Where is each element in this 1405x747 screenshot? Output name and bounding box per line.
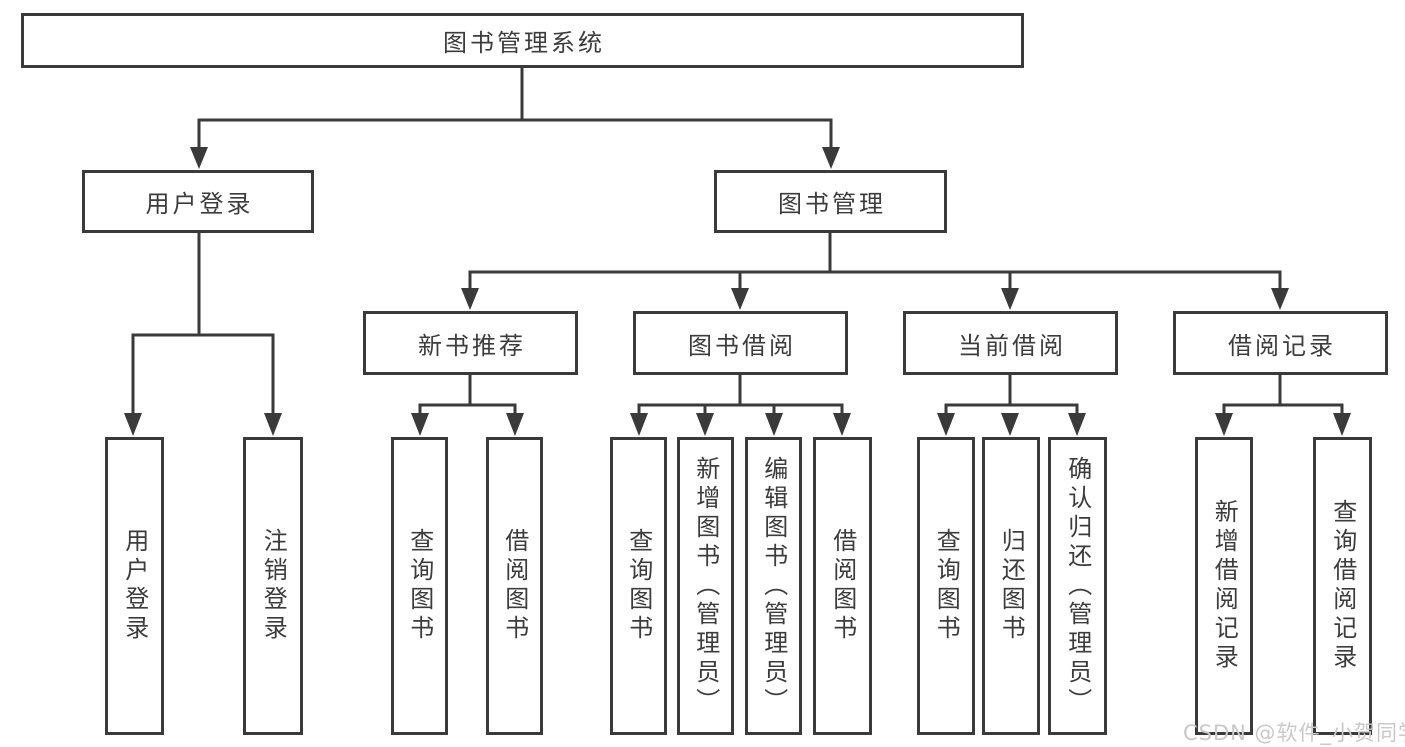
leaf-edit-book-admin: 编辑图书（管理员） [745, 437, 802, 735]
node-book-management: 图书管理 [714, 170, 947, 233]
connector-paths [131, 64, 1344, 419]
node-new-book-recommend: 新书推荐 [363, 311, 578, 375]
leaf-borrow-books: 借阅图书 [813, 437, 872, 735]
leaf-logout: 注销登录 [243, 437, 303, 735]
leaf-add-borrow-record: 新增借阅记录 [1195, 437, 1253, 735]
leaf-return-book: 归还图书 [982, 437, 1040, 735]
node-root-label: 图书管理系统 [443, 29, 605, 57]
node-current-borrowing-label: 当前借阅 [958, 331, 1066, 360]
arrowheads [124, 147, 1351, 436]
leaf-query-books-borrow-label: 查询图书 [624, 528, 653, 644]
leaf-query-books-current-label: 查询图书 [932, 528, 961, 644]
leaf-confirm-return-admin: 确认归还（管理员） [1048, 437, 1107, 735]
leaf-query-books-recommend-label: 查询图书 [405, 528, 434, 644]
leaf-return-book-label: 归还图书 [997, 528, 1026, 644]
leaf-query-books-current: 查询图书 [917, 437, 975, 735]
leaf-confirm-return-admin-label: 确认归还（管理员） [1063, 455, 1092, 717]
node-borrowing-records: 借阅记录 [1173, 311, 1388, 375]
leaf-query-borrow-record-label: 查询借阅记录 [1328, 499, 1357, 673]
node-borrowing-records-label: 借阅记录 [1228, 331, 1336, 360]
leaf-edit-book-admin-label: 编辑图书（管理员） [759, 455, 788, 717]
leaf-query-books-recommend: 查询图书 [391, 437, 448, 735]
leaf-borrow-books-label: 借阅图书 [828, 528, 857, 644]
leaf-borrow-books-recommend: 借阅图书 [486, 437, 543, 735]
node-current-borrowing: 当前借阅 [903, 311, 1118, 375]
node-new-book-recommend-label: 新书推荐 [418, 331, 526, 360]
leaf-add-book-admin-label: 新增图书（管理员） [691, 455, 720, 717]
leaf-query-borrow-record: 查询借阅记录 [1313, 437, 1372, 735]
leaf-user-login: 用户登录 [105, 437, 164, 735]
leaf-user-login-label: 用户登录 [120, 528, 149, 644]
node-user-login: 用户登录 [82, 170, 314, 233]
leaf-query-books-borrow: 查询图书 [610, 437, 667, 735]
node-user-login-label: 用户登录 [145, 190, 254, 218]
leaf-borrow-books-recommend-label: 借阅图书 [500, 528, 529, 644]
watermark: CSDN @软件_小贺同学 [1183, 721, 1405, 745]
leaf-logout-label: 注销登录 [259, 528, 288, 644]
leaf-add-borrow-record-label: 新增借阅记录 [1210, 499, 1239, 673]
leaf-add-book-admin: 新增图书（管理员） [677, 437, 734, 735]
node-book-management-label: 图书管理 [778, 190, 886, 218]
node-book-borrowing-label: 图书借阅 [688, 331, 796, 360]
node-root: 图书管理系统 [21, 13, 1024, 68]
node-book-borrowing: 图书借阅 [633, 311, 848, 375]
